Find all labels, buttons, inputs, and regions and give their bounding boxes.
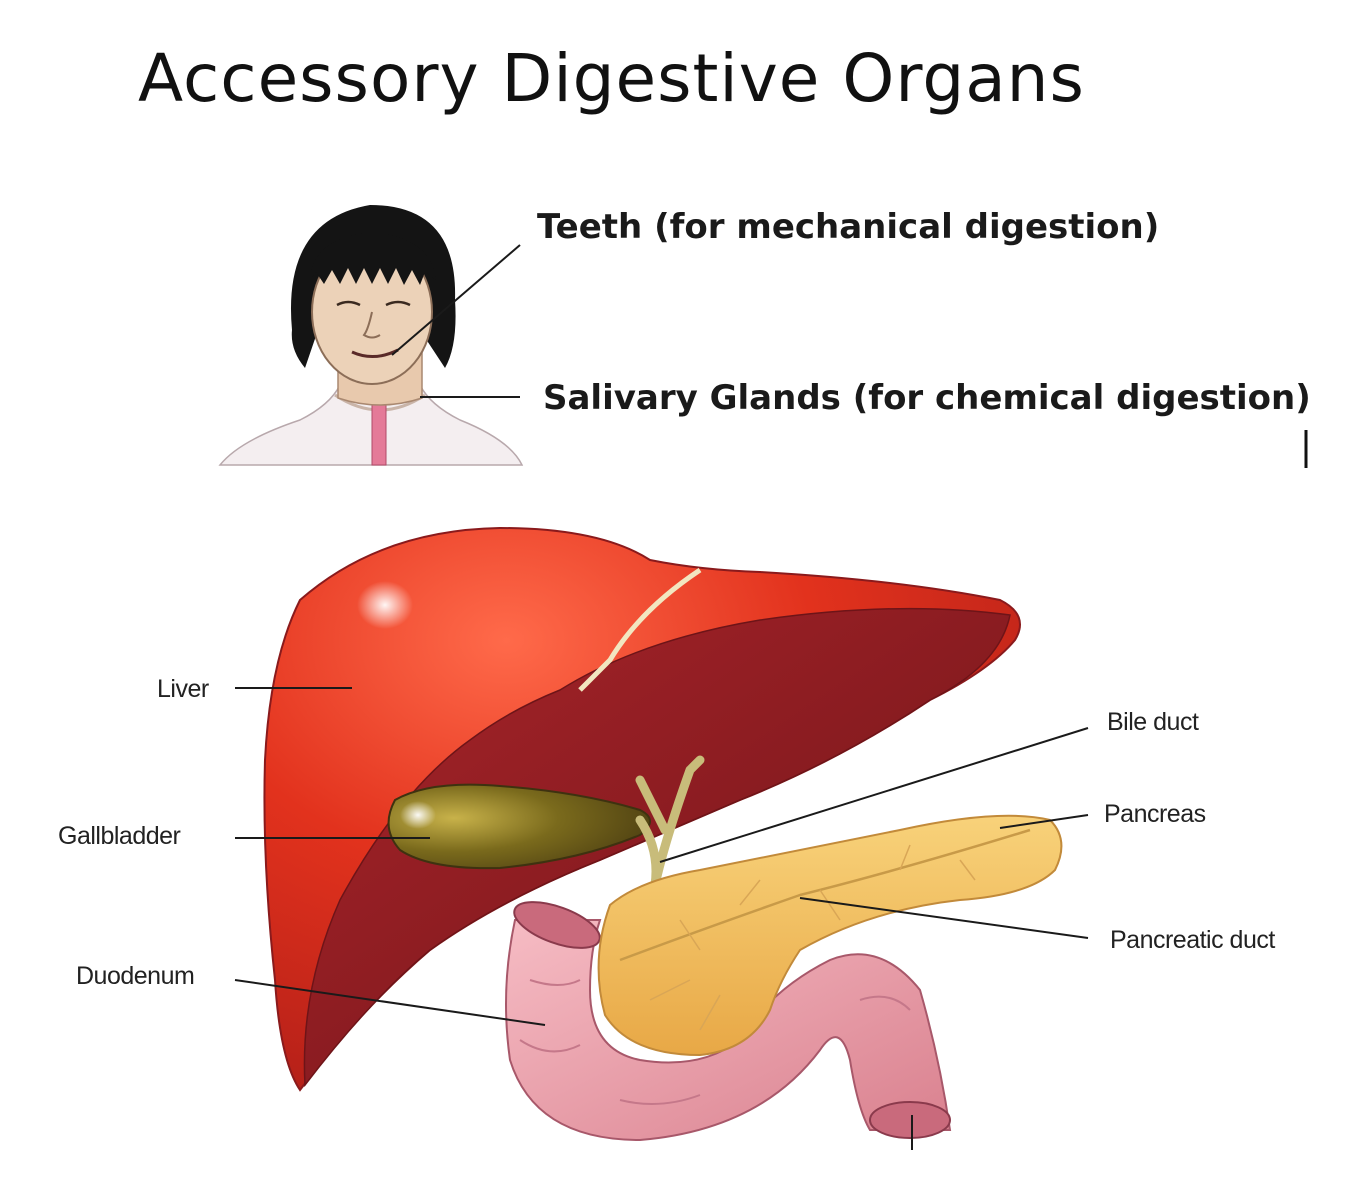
salivary-glands-callout: Salivary Glands (for chemical digestion) <box>543 378 1311 418</box>
person-nose <box>362 311 381 339</box>
gallbladder-label: Gallbladder <box>58 822 181 850</box>
pancreas-organ <box>597 814 1063 1057</box>
pancreas-veins <box>649 844 976 1031</box>
gallbladder-shape <box>387 783 651 870</box>
duodenum-folds <box>519 979 911 1105</box>
duodenum-label: Duodenum <box>76 962 195 990</box>
liver-highlight <box>357 581 413 629</box>
duodenum-leader-line <box>234 979 546 1026</box>
person-eye-right <box>385 300 411 307</box>
duodenum-shape <box>505 919 952 1142</box>
liver-label: Liver <box>157 675 209 703</box>
duodenum-opening-bottom <box>869 1101 951 1139</box>
bile-duct-label: Bile duct <box>1107 708 1199 736</box>
bile-duct-leader-line <box>659 727 1089 863</box>
liver-underside <box>303 607 1011 1088</box>
duodenum-opening-top <box>513 901 601 949</box>
gallbladder-highlight <box>400 801 436 829</box>
liver-organ <box>263 526 1021 1092</box>
person-figure <box>218 205 524 466</box>
person-bangs <box>310 232 436 285</box>
duodenum-organ <box>505 901 952 1142</box>
teeth-leader-line <box>391 244 521 356</box>
pancreas-label: Pancreas <box>1104 800 1206 828</box>
falciform-groove <box>578 567 702 692</box>
gallbladder-organ <box>387 783 651 870</box>
bile-duct-tree <box>635 755 705 890</box>
pancreas-shape <box>597 814 1063 1057</box>
teeth-callout: Teeth (for mechanical digestion) <box>537 207 1160 247</box>
pancreatic-duct-leader-line <box>799 897 1089 939</box>
diagram-title: Accessory Digestive Organs <box>138 40 1085 117</box>
person-eye-left <box>336 300 361 307</box>
pancreas-leader-line <box>999 814 1089 829</box>
pancreatic-duct-line <box>619 828 1031 962</box>
person-mouth <box>351 348 399 358</box>
pancreatic-duct-label: Pancreatic duct <box>1110 926 1275 954</box>
